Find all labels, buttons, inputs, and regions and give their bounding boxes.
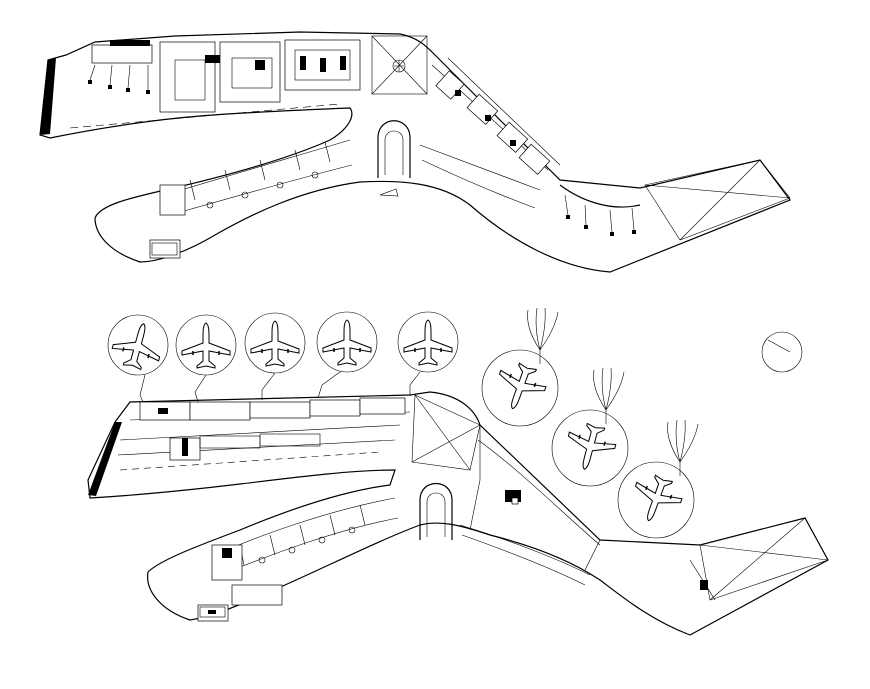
upper-lower-concourse xyxy=(149,139,541,259)
airplane-icon xyxy=(108,316,168,375)
airplane-icon xyxy=(181,322,231,369)
aircraft-stand-6 xyxy=(481,307,559,427)
lower-lower-concourse xyxy=(197,497,399,622)
airplane-icon xyxy=(489,357,552,418)
airplane-icon xyxy=(322,319,372,366)
aircraft-stand-4 xyxy=(316,311,378,399)
approach-lines-icon xyxy=(593,367,625,425)
airplane-icon xyxy=(403,319,453,366)
approach-lines-icon xyxy=(527,307,559,365)
aircraft-stand-7 xyxy=(551,367,629,487)
lower-terminal-plan xyxy=(87,307,829,636)
aircraft-stand-1 xyxy=(107,314,169,403)
lower-upper-pier xyxy=(117,394,411,471)
airplane-icon xyxy=(625,469,688,530)
upper-gate-stubs xyxy=(88,64,150,94)
aircraft-stands-diagonal xyxy=(481,307,699,539)
aircraft-stand-2 xyxy=(175,314,237,403)
upper-terminal-plan xyxy=(39,31,791,273)
aircraft-stand-3 xyxy=(244,312,306,400)
airplane-icon xyxy=(560,418,620,477)
north-arrow-icon xyxy=(761,331,803,373)
aircraft-stand-5 xyxy=(397,311,459,396)
upper-diagonal-wing xyxy=(431,57,561,175)
aircraft-stands-top-row xyxy=(107,311,459,403)
airplane-icon xyxy=(250,320,300,367)
upper-terminal-rooms xyxy=(91,39,361,113)
approach-lines-icon xyxy=(667,419,699,477)
aircraft-stand-8 xyxy=(617,419,699,539)
